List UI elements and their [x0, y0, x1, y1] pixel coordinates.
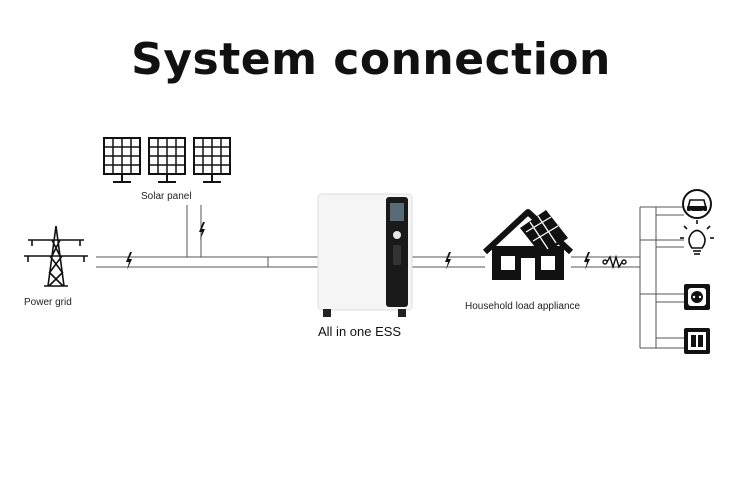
page-title: System connection — [131, 34, 611, 85]
lightning-icon — [445, 252, 451, 270]
household-label: Household load appliance — [465, 301, 581, 312]
connection-lines — [96, 205, 684, 349]
solar-panel-label: Solar panel — [141, 191, 192, 202]
ess-label: All in one ESS — [318, 324, 402, 339]
resistor-icon — [602, 254, 627, 270]
solar-panel-icon — [148, 137, 186, 183]
lightning-icon — [126, 252, 132, 270]
lightning-icon — [584, 252, 590, 270]
power-tower-icon — [24, 225, 88, 287]
switch-icon — [684, 328, 710, 354]
solar-panel-icon — [193, 137, 231, 183]
power-socket-icon — [684, 284, 710, 310]
battery-cabinet-icon — [317, 193, 413, 317]
house-with-solar-icon — [482, 209, 574, 280]
ev-car-icon — [682, 189, 712, 219]
lightning-icon — [199, 222, 205, 240]
power-grid-label: Power grid — [24, 297, 72, 308]
light-bulb-icon — [680, 220, 714, 255]
solar-panel-icon — [103, 137, 141, 183]
